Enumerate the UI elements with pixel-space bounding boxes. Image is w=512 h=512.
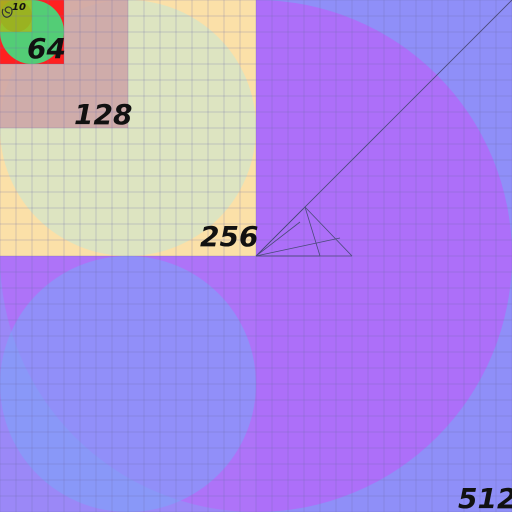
ray-line bbox=[255, 221, 301, 257]
circle-256-bottom bbox=[0, 256, 256, 512]
ray-line bbox=[255, 206, 306, 257]
label-128: 128 bbox=[74, 98, 132, 131]
ray-line bbox=[304, 206, 353, 257]
label-512: 512 bbox=[458, 482, 512, 512]
spiral-icon bbox=[1, 6, 13, 18]
circle-32 bbox=[0, 0, 32, 32]
label-256: 256 bbox=[200, 220, 258, 253]
label-64: 64 bbox=[27, 32, 66, 65]
spiral-rays bbox=[255, 0, 512, 257]
ray-line bbox=[304, 206, 321, 257]
label-10: 10 bbox=[12, 2, 26, 13]
ray-line bbox=[255, 237, 341, 257]
